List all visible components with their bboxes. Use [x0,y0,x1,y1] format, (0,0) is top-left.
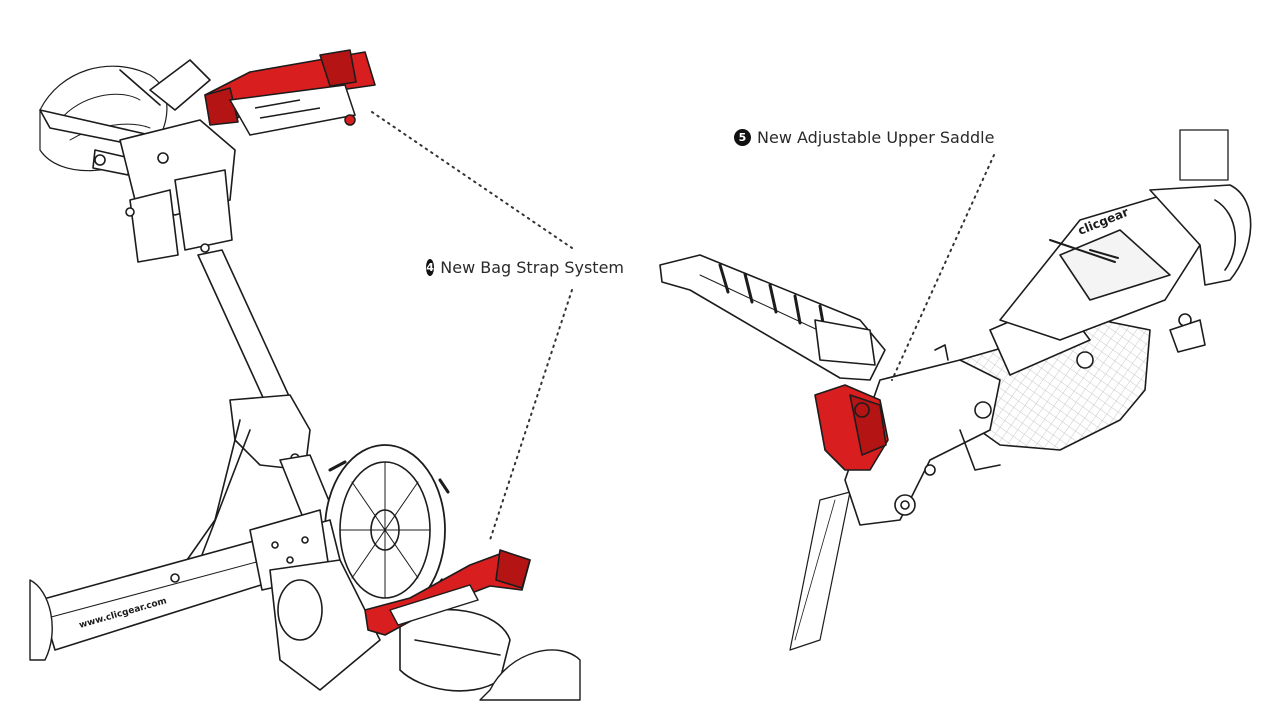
right-cart-illustration [659,129,1252,651]
upper-saddle-highlight [814,384,889,471]
callout-number-badge: 5 [734,129,751,146]
callout-label: New Adjustable Upper Saddle [757,128,995,147]
callout-label: New Bag Strap System [440,258,624,277]
callout-4-leaders [371,111,573,541]
callout-bag-strap-system: 4 New Bag Strap System [424,258,626,277]
front-wheel [324,444,450,616]
right-lower-shaft [789,491,851,651]
hinge-joint [844,359,1001,526]
callout-5-leader [891,154,995,381]
left-cart-illustration [29,59,581,701]
callout-upper-saddle: 5 New Adjustable Upper Saddle [732,128,997,147]
callout-number-badge: 4 [426,259,435,276]
